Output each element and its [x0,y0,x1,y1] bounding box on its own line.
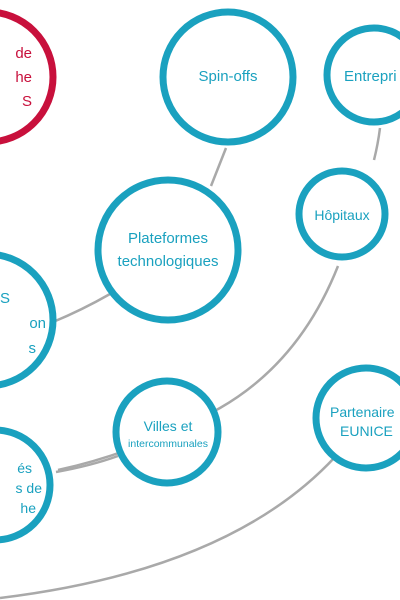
node-left-bottom-line3: he [20,500,36,516]
connector-entreprises-arc [372,127,382,161]
node-left-mid-line1: S [0,289,10,307]
node-plateformes-line2: technologiques [117,253,219,270]
node-partenaires-line1: Partenaire [330,404,395,420]
node-partenaires-label: Partenaire EUNICE [326,402,400,442]
node-circle-spinoffs [159,8,297,146]
connector-plateformes-spinoffs [209,147,228,187]
node-hopitaux-text: Hôpitaux [314,206,370,223]
node-plateformes-label: Plateformes technologiques [98,226,238,274]
node-red-partial-line1: de [15,44,32,62]
node-left-mid-line3: s [28,339,37,357]
node-spinoffs-text: Spin-offs [198,68,258,85]
node-partenaires-line2: EUNICE [340,423,393,439]
node-circle-left-mid [0,251,57,389]
node-entreprises-text: Entrepri [344,68,397,85]
connector-hopitaux-arc [57,265,340,472]
node-red-partial-line3: S [21,92,32,110]
connector-villes-left [55,454,119,474]
connector-plateformes-left [52,292,111,324]
node-circle-entreprises [323,24,400,126]
node-circle-partenaires [312,364,400,472]
node-left-bottom-label: és s de he [0,458,42,518]
node-hopitaux-label: Hôpitaux [302,200,382,230]
connector-partenaires-arc [0,456,336,600]
node-red-partial-line2: he [15,68,32,86]
node-circle-hopitaux [295,167,389,261]
node-red-partial-label: de he S [0,40,32,115]
node-villes-line1: Villes et [143,417,193,434]
node-left-bottom-line2: s de [15,480,42,496]
node-spinoffs-label: Spin-offs [163,62,293,92]
node-circle-villes [112,377,222,487]
node-circle-red-partial [0,9,57,145]
node-left-bottom-line1: és [17,460,32,476]
node-villes-label: Villes et intercommunales [112,416,224,452]
node-entreprises-label: Entrepri [336,62,400,92]
node-left-mid-line2: on [29,314,46,332]
node-circle-left-bottom [0,426,54,544]
node-circle-plateformes [94,176,242,324]
node-left-mid-label: S on s [0,285,46,361]
node-plateformes-line1: Plateformes [127,230,209,247]
node-villes-line2: intercommunales [128,437,208,450]
